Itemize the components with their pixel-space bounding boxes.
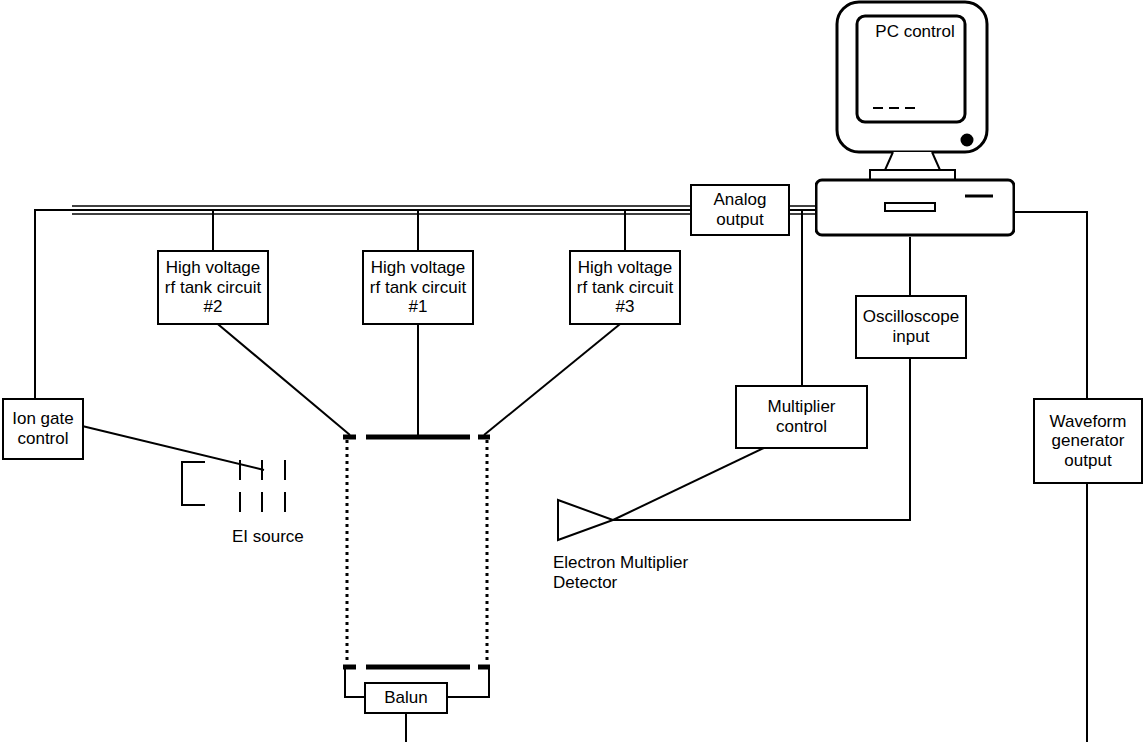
electrode-leads — [213, 320, 625, 435]
box-label: Oscilloscope input — [862, 307, 960, 346]
box-label: Waveform generator output — [1040, 412, 1136, 471]
signal-wire — [418, 210, 690, 250]
waveform-lead — [1086, 480, 1088, 742]
ion-trap — [343, 437, 490, 667]
signal-wire — [213, 210, 690, 250]
ei-source — [78, 425, 285, 512]
signal-wire — [625, 210, 690, 250]
process-box: Analog output — [690, 184, 790, 236]
signal-wire — [1015, 212, 1087, 398]
process-box: Multiplier control — [735, 385, 868, 449]
process-box: Oscilloscope input — [855, 295, 967, 359]
part-label: Electron Multiplier Detector — [553, 553, 703, 594]
detector — [558, 355, 910, 540]
box-label: Ion gate control — [9, 409, 77, 448]
balun-wires — [345, 667, 489, 742]
box-label: High voltage rf tank circuit #3 — [576, 258, 674, 317]
box-label: Balun — [384, 688, 427, 708]
box-label: High voltage rf tank circuit #1 — [369, 258, 467, 317]
process-box: High voltage rf tank circuit #2 — [157, 250, 269, 325]
signal-wire — [909, 237, 911, 295]
computer: PC control — [815, 0, 1015, 237]
box-label: High voltage rf tank circuit #2 — [164, 258, 262, 317]
part-label: EI source — [232, 527, 342, 547]
screen-text: PC control — [865, 22, 965, 42]
signal-wire — [790, 210, 802, 385]
box-label: Multiplier control — [742, 397, 861, 436]
box-label: Analog output — [697, 190, 783, 229]
process-box: Waveform generator output — [1033, 398, 1143, 484]
process-box: Balun — [364, 682, 448, 714]
process-box: High voltage rf tank circuit #1 — [362, 250, 474, 325]
process-box: Ion gate control — [2, 398, 84, 460]
box-label: PC control — [865, 22, 965, 42]
signal-wire — [35, 210, 690, 398]
gate-wire — [78, 425, 264, 470]
process-box: High voltage rf tank circuit #3 — [569, 250, 681, 325]
